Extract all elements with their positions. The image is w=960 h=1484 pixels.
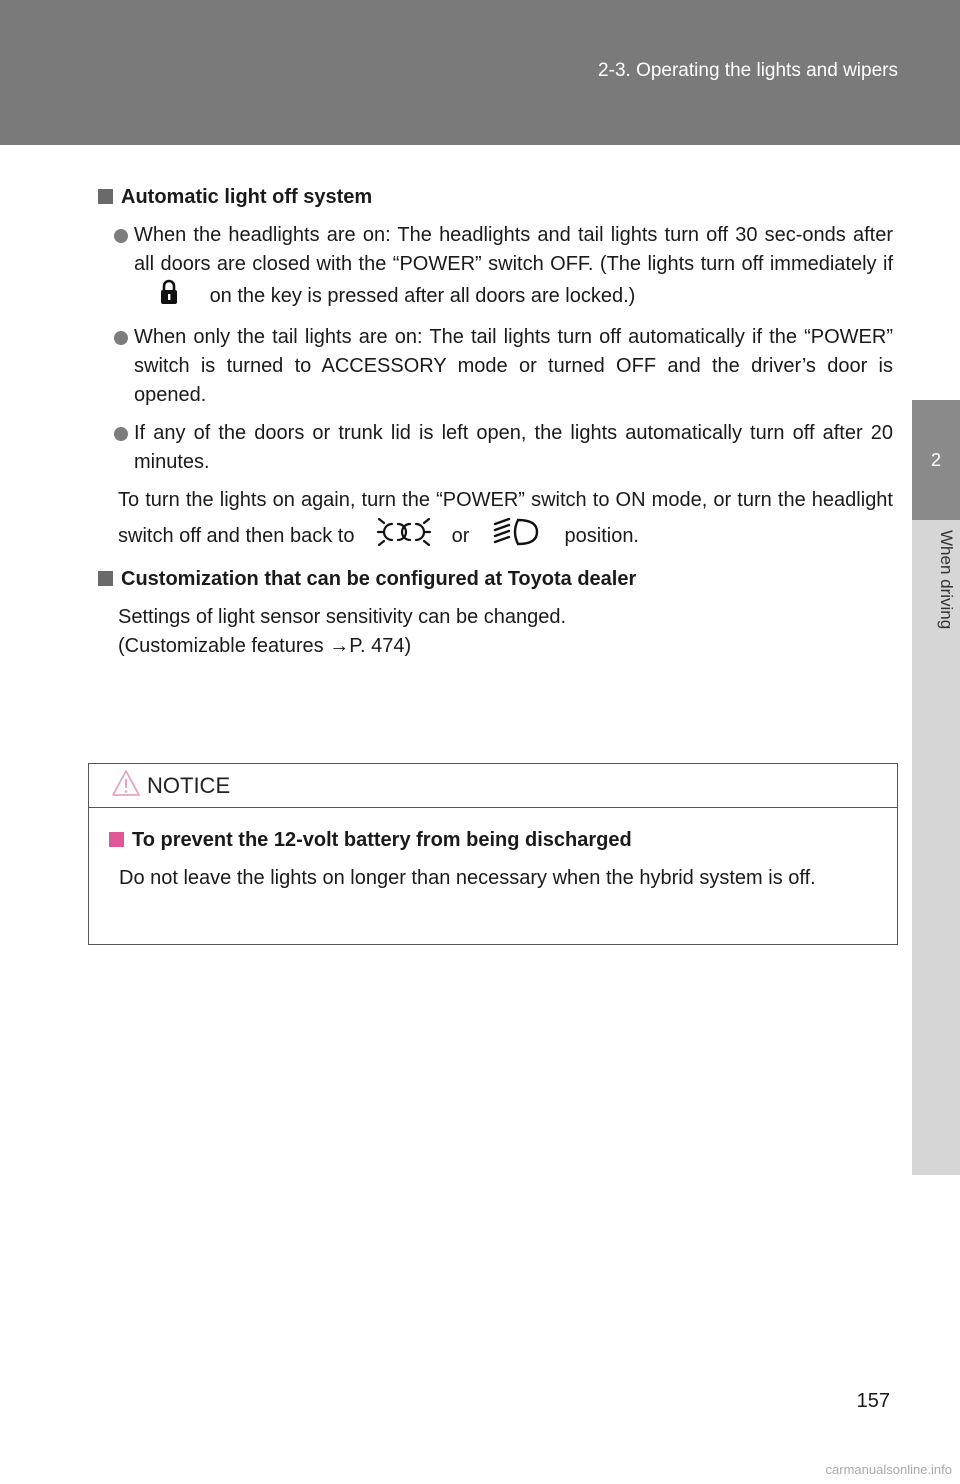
square-bullet-icon [98, 189, 113, 204]
tail-light-icon [376, 515, 432, 558]
round-bullet-icon [114, 331, 128, 345]
notice-text: Do not leave the lights on longer than n… [119, 867, 816, 889]
paragraph: Settings of light sensor sensitivity can… [118, 606, 567, 628]
page-number: 157 [856, 1390, 890, 1412]
list-item: When the headlights are on: The headligh… [114, 221, 893, 314]
round-bullet-icon [114, 427, 128, 441]
chapter-number: 2 [912, 400, 960, 520]
square-bullet-icon [98, 571, 113, 586]
paragraph: To turn the lights on again, turn the “P… [118, 486, 893, 558]
chapter-label: When driving [937, 530, 956, 630]
chapter-tab: 2 When driving [912, 145, 960, 1175]
lock-icon [158, 279, 180, 314]
notice-title: NOTICE [147, 772, 231, 798]
page-header: 2-3. Operating the lights and wipers [0, 0, 960, 145]
watermark: carmanualsonline.info [825, 1462, 952, 1477]
list-item: When only the tail lights are on: The ta… [114, 323, 893, 410]
notice-heading: To prevent the 12-volt battery from bein… [109, 826, 887, 855]
page-reference: (Customizable features →P. 474) [118, 635, 412, 657]
main-content: Automatic light off system When the head… [98, 183, 893, 661]
warning-triangle-icon [111, 769, 141, 803]
round-bullet-icon [114, 229, 128, 243]
section-title: 2-3. Operating the lights and wipers [598, 60, 898, 81]
customization-heading: Customization that can be configured at … [98, 565, 893, 594]
headlight-icon [491, 515, 541, 558]
notice-box: NOTICE To prevent the 12-volt battery fr… [88, 763, 898, 945]
auto-off-heading: Automatic light off system [98, 183, 893, 212]
square-bullet-icon [109, 832, 124, 847]
list-item: If any of the doors or trunk lid is left… [114, 419, 893, 477]
